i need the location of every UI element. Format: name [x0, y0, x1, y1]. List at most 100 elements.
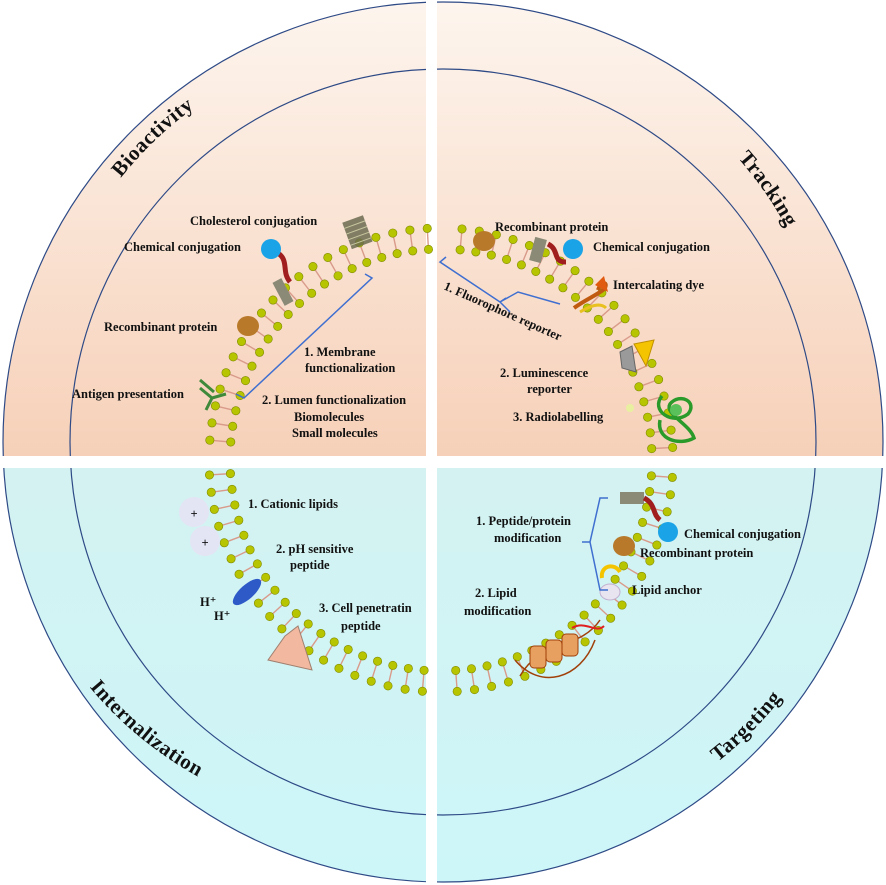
label-luminescence-reporter-1: 2. Luminescence — [500, 366, 589, 380]
lipid-head — [570, 292, 580, 302]
label-peptide-protein-1: 1. Peptide/protein — [476, 514, 571, 528]
lipid-head — [210, 401, 220, 411]
cationic-lipid-plus-2: + — [190, 526, 220, 556]
lipid-head — [647, 358, 657, 368]
recombinant-protein-sphere-targeting — [613, 536, 635, 556]
lipid-head — [579, 610, 589, 620]
lipid-head — [662, 507, 672, 517]
lipid-tail — [507, 243, 513, 256]
lipid-head — [294, 272, 304, 282]
label-h-plus-1: H⁺ — [200, 595, 216, 609]
lipid-head — [638, 517, 648, 527]
lipid-head — [482, 661, 492, 671]
linker-red-targeting — [642, 495, 662, 522]
lipid-head — [377, 252, 387, 262]
lipid-head — [295, 298, 305, 308]
lipid-head — [343, 644, 353, 654]
lipid-tail — [242, 565, 255, 573]
label-ph-sensitive-1: 2. pH sensitive — [276, 542, 354, 556]
label-chemical-conjugation-tracking: Chemical conjugation — [593, 240, 710, 254]
lipid-head — [303, 619, 313, 629]
lipid-tail — [219, 406, 233, 411]
lipid-head — [668, 442, 678, 452]
lipid-head — [265, 611, 275, 621]
lipid-tail — [229, 373, 243, 380]
lipid-tail — [487, 669, 492, 683]
lipid-tail — [261, 592, 273, 602]
lipid-tail — [646, 522, 660, 529]
lipid-head — [237, 337, 247, 347]
label-recombinant-protein-bioactivity: Recombinant protein — [104, 320, 217, 334]
lipid-head — [610, 574, 620, 584]
lipid-head — [255, 347, 265, 357]
label-cholesterol-conjugation: Cholesterol conjugation — [190, 214, 317, 228]
lipid-tail — [215, 422, 229, 427]
label-peptide-protein-2: modification — [494, 531, 561, 545]
lipid-head — [645, 556, 655, 566]
lipid-head — [531, 266, 541, 276]
lipid-head — [403, 663, 413, 673]
lipid-head — [319, 655, 329, 665]
cationic-lipid-plus-1: + — [179, 497, 209, 527]
lipid-head — [567, 620, 577, 630]
lipid-tail — [618, 580, 630, 590]
lipid-head — [645, 428, 655, 438]
lipid-tail — [655, 446, 669, 450]
lipid-head — [469, 685, 479, 695]
lipid-head — [388, 228, 398, 238]
lipid-head — [503, 677, 513, 687]
lipid-head — [613, 339, 623, 349]
chemical-conjugate-blue-circle-tracking — [563, 239, 583, 259]
lipid-head — [256, 308, 266, 318]
lipid-head — [234, 569, 244, 579]
lipid-tail — [409, 233, 413, 248]
lipid-tail — [522, 248, 529, 262]
lipid-head — [228, 421, 238, 431]
lipid-tail — [355, 659, 362, 672]
lipid-tail — [310, 636, 320, 648]
lipid-head — [466, 664, 476, 674]
label-lipid-modification-2: modification — [464, 604, 531, 618]
lipid-head — [545, 274, 555, 284]
lipid-tail — [284, 615, 295, 627]
lipid-tail — [653, 491, 667, 495]
recombinant-protein-sphere-bioactivity — [237, 316, 259, 336]
lipid-tail — [264, 315, 276, 325]
lipid-head — [204, 470, 214, 480]
lipid-tail — [502, 665, 508, 679]
label-lumen-functionalization: 2. Lumen functionalization — [262, 393, 406, 407]
lipid-tail — [640, 538, 654, 545]
lipid-tail — [426, 232, 429, 246]
lipid-head — [206, 487, 216, 497]
label-cationic-lipids: 1. Cationic lipids — [248, 497, 338, 511]
membrane-protein-cylinder-targeting — [620, 492, 644, 504]
lipid-head — [333, 271, 343, 281]
lipid-head — [652, 540, 662, 550]
lipid-tail — [218, 505, 232, 510]
lipid-anchor-shape — [599, 564, 622, 601]
lipid-head — [584, 276, 594, 286]
lipid-tail — [589, 295, 600, 306]
lipid-tail — [647, 396, 661, 402]
lipid-tail — [577, 283, 587, 295]
lipid-head — [593, 314, 603, 324]
ph-sensitive-peptide-ellipse — [232, 578, 262, 606]
label-chemical-conjugation-targeting: Chemical conjugation — [684, 527, 801, 541]
lipid-head — [320, 279, 330, 289]
lipid-tail — [620, 334, 633, 343]
label-lumen-biomolecules: Biomolecules — [294, 410, 364, 424]
lipid-tail — [213, 439, 227, 443]
lipid-head — [516, 260, 526, 270]
lipid-tail — [300, 279, 310, 291]
lipid-head — [471, 247, 481, 257]
lipid-head — [329, 637, 339, 647]
lipid-head — [245, 545, 255, 555]
lipid-head — [606, 613, 616, 623]
lipid-head — [497, 657, 507, 667]
label-antigen-presentation: Antigen presentation — [72, 387, 184, 401]
lipid-head — [228, 352, 238, 362]
membrane-protein-cylinder-bioactivity — [272, 278, 294, 306]
lipid-head — [508, 234, 518, 244]
lipid-head — [239, 530, 249, 540]
